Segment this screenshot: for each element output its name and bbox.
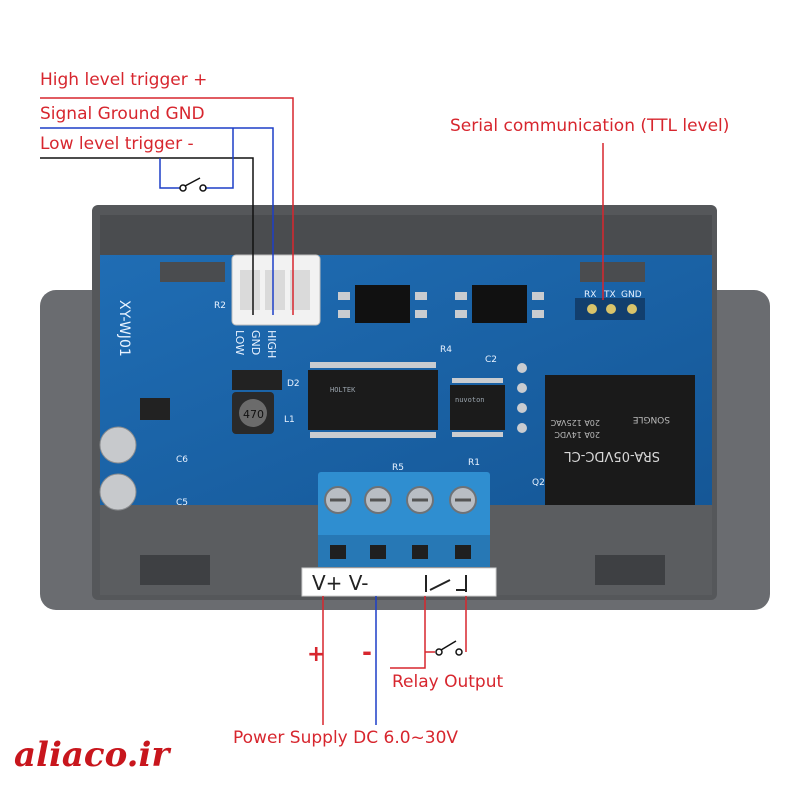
pin-label-gnd: GND [249,330,262,355]
capacitor-2 [99,473,137,511]
label-power-supply: Power Supply DC 6.0~30V [233,728,459,748]
optocoupler-1 [355,285,410,323]
relay-switch-symbol-sticker [425,575,467,592]
callout-line-relay [390,596,426,669]
main-chip [308,370,438,430]
inductor-label: 470 [243,408,264,421]
ref-c5: C5 [176,498,188,508]
label-high-level-trigger: High level trigger + [40,70,208,90]
relay-maker: SONGLE [632,414,670,424]
ref-r4: R4 [440,345,452,355]
ref-c6: C6 [176,455,188,465]
callout-line-low [40,157,254,315]
capacitor-1 [99,426,137,464]
serial-pin-rx: RX [584,290,596,300]
terminal-label-sticker [301,567,497,597]
label-minus: - [362,638,372,666]
main-chip-label: HOLTEK [330,386,356,394]
model-label: XY-WJ01 [116,300,132,357]
label-low-level-trigger: Low level trigger - [40,134,194,154]
diode-d2 [232,370,282,390]
pin-header-column [517,363,527,433]
ref-d2: D2 [287,379,300,389]
ref-l1: L1 [284,415,295,425]
relay-rating-1: 20A 14VDC [554,430,600,439]
pin-label-low: LOW [233,330,246,355]
callout-line-high [40,97,294,315]
serial-pin-gnd: GND [621,290,642,300]
trigger-switch-symbol [179,177,207,192]
relay [545,375,695,505]
relay-rating-2: 20A 125VAC [550,418,600,427]
ref-r1: R1 [468,458,480,468]
label-signal-ground: Signal Ground GND [40,104,205,124]
brand-watermark: aliaco.ir [14,735,170,775]
regulator-ic [140,398,170,420]
label-relay-output: Relay Output [392,672,504,692]
label-serial-communication: Serial communication (TTL level) [450,116,730,136]
label-plus: + [307,642,326,667]
mcu-chip [450,385,505,430]
ref-q2: Q2 [532,478,545,488]
relay-model-label: SRA-05VDC-CL [564,448,660,463]
optocoupler-2 [472,285,527,323]
terminal-label: V+ V- [312,571,369,595]
callout-line-gnd [40,127,274,315]
ref-c2: C2 [485,355,497,365]
ref-r2: R2 [214,301,226,311]
mcu-chip-label: nuvoton [455,396,485,404]
pin-label-high: HIGH [265,330,278,358]
serial-pin-tx: TX [603,290,616,300]
ref-r5: R5 [392,463,404,473]
relay-output-switch-symbol [435,640,463,656]
